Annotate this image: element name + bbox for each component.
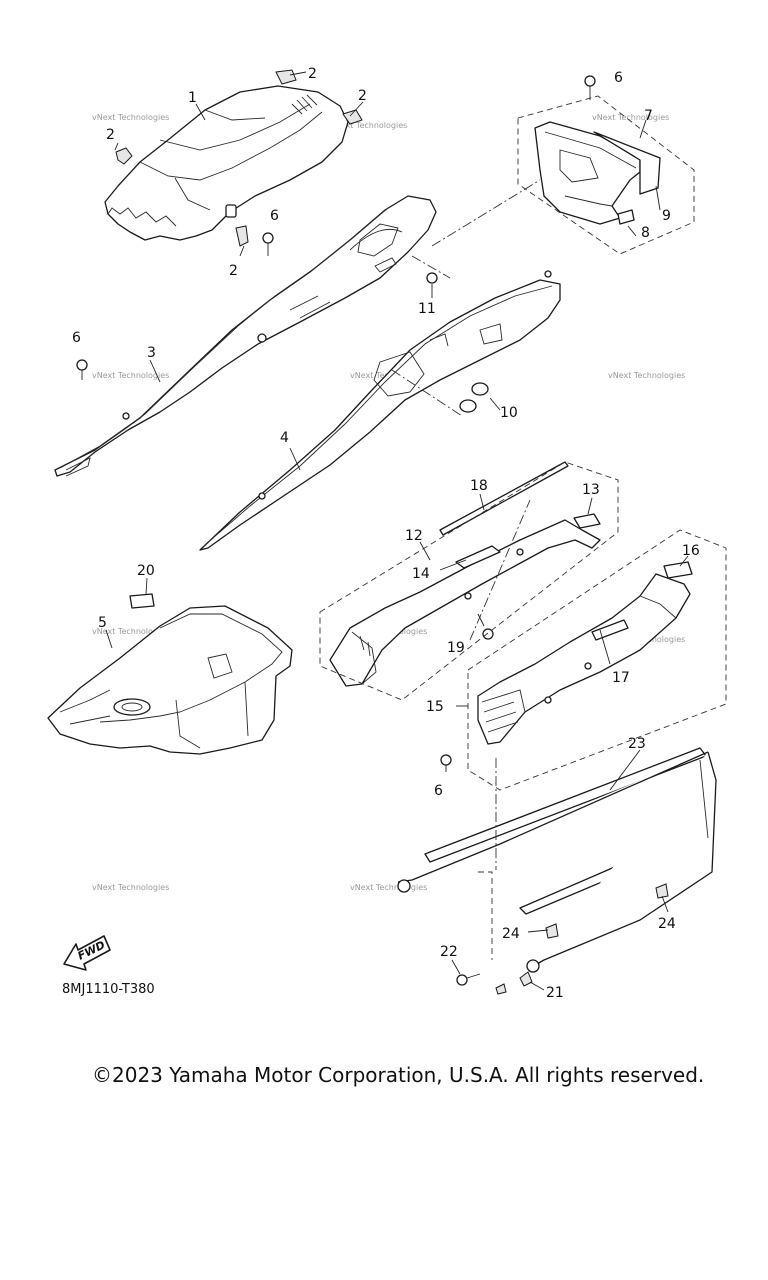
watermark: vNext Technologies [350,883,427,892]
callout-9: 9 [662,208,671,224]
callout-2: 2 [229,263,238,279]
callout-13: 13 [582,482,600,498]
part-23-tow-rail [397,747,717,973]
callout-24: 24 [502,926,520,942]
callout-7: 7 [644,108,653,124]
watermark: vNext Technologies [92,113,169,122]
callout-18: 18 [470,478,488,494]
part-4-side-panel [199,270,561,551]
callouts: 1 2 2 2 2 3 4 5 6 6 6 6 7 8 9 10 11 12 1… [72,66,700,1001]
part-2-clips [115,69,363,247]
callout-12: 12 [405,528,423,544]
callout-19: 19 [447,640,465,656]
watermark: vNext Technologies [608,371,685,380]
callout-3: 3 [147,345,156,361]
callout-21: 21 [546,985,564,1001]
callout-6: 6 [72,330,81,346]
watermark: vNext Technologies [330,121,407,130]
fwd-arrow-icon: FWD [63,935,111,971]
callout-1: 1 [188,90,197,106]
callout-8: 8 [641,225,650,241]
callout-6: 6 [270,208,279,224]
callout-23: 23 [628,736,646,752]
watermark: vNext Technologies [592,113,669,122]
callout-5: 5 [98,615,107,631]
callout-16: 16 [682,543,700,559]
fasteners [76,75,669,995]
part-7-9-assembly [534,121,661,225]
part-3-side-panel [54,195,437,477]
leader-lines [105,71,689,991]
diagram-code: 8MJ1110-T380 [62,982,155,997]
callout-11: 11 [418,301,436,317]
callout-17: 17 [612,670,630,686]
part-15-17-rail [477,561,693,745]
callout-22: 22 [440,944,458,960]
callout-6: 6 [434,783,443,799]
part-5-storage-bin [47,605,293,755]
watermark: vNext Technologies [92,883,169,892]
callout-2: 2 [358,88,367,104]
part-20-label [129,593,155,609]
part-1-cover [104,85,349,241]
callout-2: 2 [106,127,115,143]
callout-20: 20 [137,563,155,579]
group-boxes [319,95,727,960]
callout-15: 15 [426,699,444,715]
callout-24: 24 [658,916,676,932]
callout-14: 14 [412,566,430,582]
watermark: vNext Technologies [92,371,169,380]
callout-4: 4 [280,430,289,446]
watermark: vNext Technologies [92,627,169,636]
callout-10: 10 [500,405,518,421]
callout-6: 6 [614,70,623,86]
copyright-notice: ©2023 Yamaha Motor Corporation, U.S.A. A… [92,1063,704,1087]
callout-2: 2 [308,66,317,82]
